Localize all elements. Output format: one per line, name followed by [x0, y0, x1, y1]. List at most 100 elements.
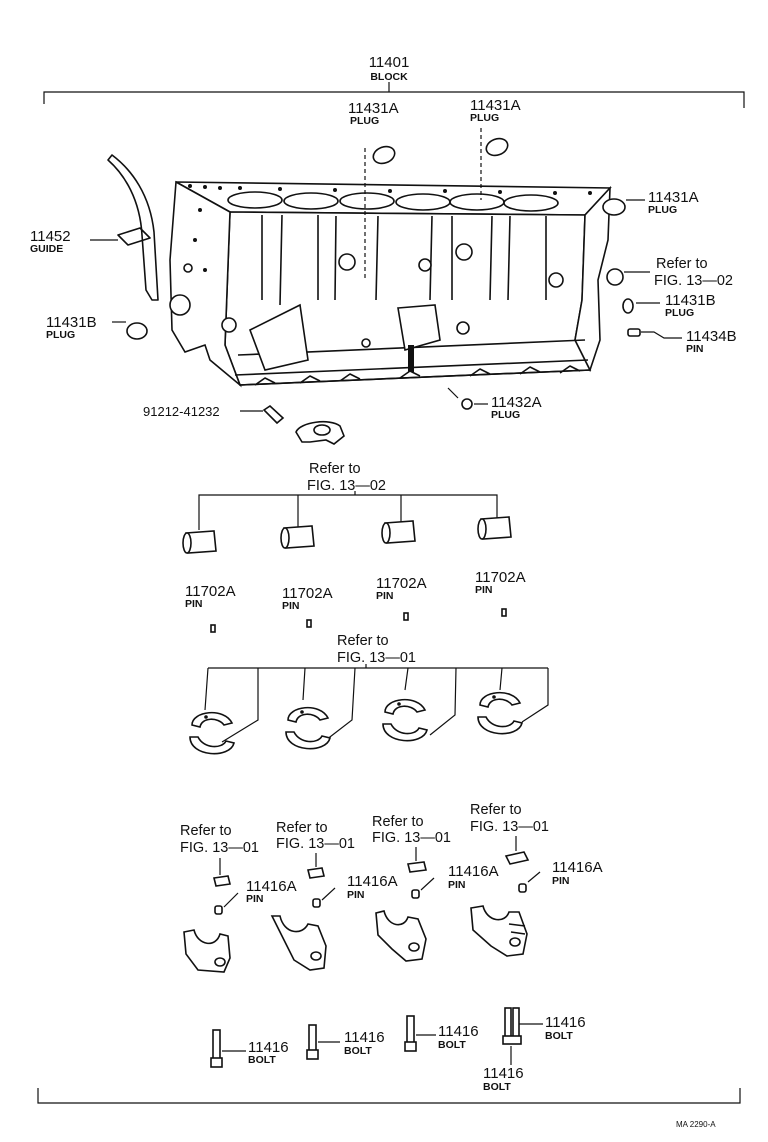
bolt-2-name: BOLT [344, 1045, 372, 1057]
pin-11434b-number: 11434B [686, 328, 737, 345]
main-bearing-cap [183, 929, 231, 973]
cap-pin-4-name: PIN [552, 875, 570, 887]
cap-pin-1-number: 11416A [246, 878, 297, 895]
cap-refer-1-line2: FIG. 13—01 [180, 840, 259, 856]
plug-b-right-name: PLUG [665, 307, 694, 319]
bushing-pin-2-name: PIN [282, 600, 300, 612]
plug-a3-number: 11431A [648, 189, 699, 206]
plug-11432a-name: PLUG [491, 409, 520, 421]
bearing-shell-pair [477, 691, 523, 735]
plug-11432a-number: 11432A [491, 394, 542, 411]
cap-bolt-group [210, 1007, 543, 1068]
cap-refer-4-line2: FIG. 13—01 [470, 819, 549, 835]
guide-name: GUIDE [30, 243, 63, 255]
main-bearing-cap [375, 910, 427, 962]
bolt-4-number: 11416 [545, 1014, 586, 1031]
bolt-3-number: 11416 [438, 1023, 479, 1040]
plug-11431b-left [112, 321, 148, 340]
bushing-pin-group [210, 608, 507, 633]
cap-pin-2-number: 11416A [347, 873, 398, 890]
block-refer-line2: FIG. 13—02 [654, 273, 733, 289]
bolt-4-name: BOLT [545, 1030, 573, 1042]
plug-a3-name: PLUG [648, 204, 677, 216]
bushing-pin-3-number: 11702A [376, 575, 427, 592]
cap-bolt [404, 1015, 436, 1052]
bearing-bracket [204, 664, 549, 743]
bolt-1-name: BOLT [248, 1054, 276, 1066]
pin-11434b [627, 328, 682, 339]
cap-pin-3-number: 11416A [448, 863, 499, 880]
cap-pin-2-name: PIN [347, 889, 365, 901]
bushing-row [182, 516, 512, 554]
cap-refer-2-line2: FIG. 13—01 [276, 836, 355, 852]
cap-refer-3-line2: FIG. 13—01 [372, 830, 451, 846]
bushing [477, 516, 512, 540]
cap-refer-4-line1: Refer to [470, 802, 522, 818]
plug-b-right-number: 11431B [665, 292, 716, 309]
cap-pin-group [214, 871, 541, 915]
plug-b-left-name: PLUG [46, 329, 75, 341]
bottom-bracket [37, 1088, 741, 1104]
bearing-shell-row [189, 691, 523, 755]
block-bracket [43, 82, 745, 108]
main-bearing-cap [270, 915, 327, 971]
plug-b-left-number: 11431B [46, 314, 97, 331]
bushing-pin-1-number: 11702A [185, 583, 236, 600]
bushing [182, 530, 217, 554]
block-name: BLOCK [370, 71, 408, 83]
bolt-91212-number: 91212-41232 [143, 404, 220, 419]
plug-11431a-right [602, 198, 645, 216]
plug-11431a-top-right [480, 128, 509, 200]
block-refer-line1: Refer to [656, 256, 708, 272]
bearing-refer-line1: Refer to [337, 633, 389, 649]
bushing-pin-1-name: PIN [185, 598, 203, 610]
block-number: 11401 [369, 54, 410, 71]
deck-holes [188, 184, 592, 272]
plug-11432a [447, 387, 488, 410]
bolt-5-name: BOLT [483, 1081, 511, 1093]
bolt-1-number: 11416 [248, 1039, 289, 1056]
plug-11431b-right [622, 298, 660, 314]
bushing-refer-line1: Refer to [309, 461, 361, 477]
cap-refer-1-line1: Refer to [180, 823, 232, 839]
bushing-pin-4-number: 11702A [475, 569, 526, 586]
cap-pin-3-name: PIN [448, 879, 466, 891]
dipstick-guide [90, 154, 159, 301]
bushing-pin-2-number: 11702A [282, 585, 333, 602]
main-bearing-cap [470, 905, 528, 957]
plug-a2-number: 11431A [470, 97, 521, 114]
bushing [280, 525, 315, 549]
bearing-shell-pair [285, 706, 331, 750]
bushing-bracket [198, 491, 498, 530]
pin-11434b-name: PIN [686, 343, 704, 355]
bushing-refer-line2: FIG. 13—02 [307, 478, 386, 494]
plug-a1-name: PLUG [350, 115, 379, 127]
cap-refer-3-line1: Refer to [372, 814, 424, 830]
block-refer-marker [606, 268, 650, 286]
cap-refer-2-line1: Refer to [276, 820, 328, 836]
bolt-91212-with-clamp [240, 404, 345, 445]
bearing-shell-pair [189, 711, 235, 755]
bolt-5-number: 11416 [483, 1065, 524, 1082]
figure-code: MA 2290-A [676, 1120, 716, 1129]
cap-pin-4-number: 11416A [552, 859, 603, 876]
main-cap-row [183, 905, 528, 973]
plug-a1-number: 11431A [348, 100, 399, 117]
thrust-washers [213, 836, 530, 887]
bushing-pin-3-name: PIN [376, 590, 394, 602]
bolt-2-number: 11416 [344, 1029, 385, 1046]
guide-number: 11452 [30, 228, 71, 245]
cylinder-block [169, 180, 612, 388]
bushing [381, 520, 416, 544]
cap-bolt [306, 1024, 340, 1060]
plug-11431a-top-left [364, 145, 396, 280]
cap-pin-1-name: PIN [246, 893, 264, 905]
cap-bolt [502, 1007, 543, 1065]
bolt-3-name: BOLT [438, 1039, 466, 1051]
bushing-pin-4-name: PIN [475, 584, 493, 596]
cap-bolt [210, 1029, 246, 1068]
bearing-refer-line2: FIG. 13—01 [337, 650, 416, 666]
plug-a2-name: PLUG [470, 112, 499, 124]
bearing-shell-pair [382, 698, 428, 742]
